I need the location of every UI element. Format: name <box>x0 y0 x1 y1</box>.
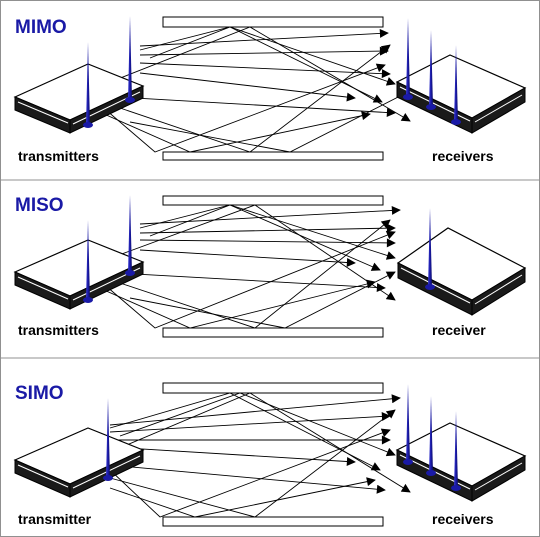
receive-antenna <box>451 411 461 491</box>
receive-label: receivers <box>432 511 494 527</box>
reflector-top <box>162 382 384 394</box>
panel-mimo: MIMO <box>13 16 527 164</box>
transmit-label: transmitters <box>18 322 99 338</box>
transmitter-router <box>13 239 145 310</box>
signal-paths <box>84 26 411 153</box>
panel-miso: MISO <box>13 195 527 338</box>
transmit-antenna <box>103 398 113 481</box>
receive-antenna <box>403 384 413 465</box>
receive-antenna <box>425 208 435 290</box>
receiver-router <box>396 227 527 316</box>
transmit-label: transmitters <box>18 148 99 164</box>
signal-paths <box>109 392 411 518</box>
reflector-top <box>162 195 384 206</box>
reflector-bottom <box>162 327 384 338</box>
receive-label: receiver <box>432 322 486 338</box>
receive-label: receivers <box>432 148 494 164</box>
transmit-antenna <box>125 195 135 276</box>
reflector-top <box>162 16 384 28</box>
receiver-router <box>395 422 527 502</box>
receive-antenna <box>426 396 436 476</box>
panel-title: MIMO <box>15 17 67 38</box>
receive-antenna <box>451 45 461 125</box>
receive-antenna <box>403 18 413 100</box>
receiver-router <box>395 54 527 134</box>
receive-antenna <box>426 30 436 110</box>
reflector-bottom <box>162 151 384 161</box>
transmit-label: transmitter <box>18 511 92 527</box>
transmit-antenna <box>83 220 93 303</box>
signal-paths <box>84 204 401 329</box>
panel-simo: SIMO <box>13 382 527 527</box>
panel-title: MISO <box>15 195 64 216</box>
transmitter-router <box>13 427 145 498</box>
panel-title: SIMO <box>15 383 64 404</box>
transmit-antenna <box>125 16 135 103</box>
transmit-antenna <box>83 42 93 128</box>
reflector-bottom <box>162 516 384 527</box>
